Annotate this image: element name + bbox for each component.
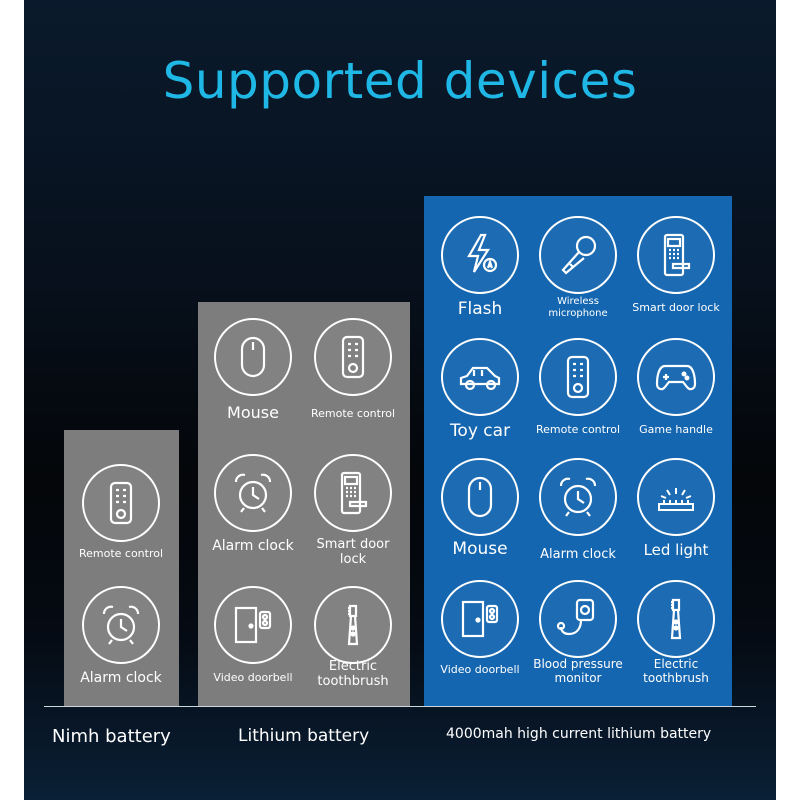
led-light-icon xyxy=(637,458,715,536)
item-label: Smart door lock xyxy=(632,301,720,314)
toy-car-icon xyxy=(441,338,519,416)
item-label: Mouse xyxy=(452,539,508,559)
item-label: Remote control xyxy=(78,547,164,560)
item-label: Smart door lock xyxy=(316,537,390,567)
remote-control-icon xyxy=(82,464,160,542)
promo-canvas: Supported devices Remote control Alarm c… xyxy=(24,0,776,800)
microphone-icon xyxy=(539,216,617,294)
alarm-clock-icon xyxy=(82,586,160,664)
item-label: Game handle xyxy=(639,423,713,436)
remote-control-icon xyxy=(314,318,392,396)
remote-control-icon xyxy=(539,338,617,416)
nimh-battery-label: Nimh battery xyxy=(52,726,171,747)
mouse-icon xyxy=(441,458,519,536)
high-current-panel: Flash Wireless microphone Smart door loc… xyxy=(424,196,732,706)
lithium-panel: Mouse Remote control Alarm clock Smart d… xyxy=(198,302,410,706)
item-label: Remote control xyxy=(535,423,621,436)
video-doorbell-icon xyxy=(441,580,519,658)
item-label: Wireless microphone xyxy=(548,296,608,319)
mouse-icon xyxy=(214,318,292,396)
blood-pressure-monitor-icon xyxy=(539,580,617,658)
baseline-divider xyxy=(44,706,756,707)
item-label: Remote control xyxy=(310,407,396,420)
item-label: Electric toothbrush xyxy=(317,659,389,689)
game-handle-icon xyxy=(637,338,715,416)
item-label: Blood pressure monitor xyxy=(533,657,623,685)
smart-door-lock-icon xyxy=(314,454,392,532)
page-title: Supported devices xyxy=(162,52,638,110)
lithium-battery-label: Lithium battery xyxy=(238,726,370,746)
video-doorbell-icon xyxy=(214,586,292,664)
item-label: Alarm clock xyxy=(212,538,294,554)
item-label: Video doorbell xyxy=(440,663,520,676)
high-current-battery-label: 4000mah high current lithium battery xyxy=(446,726,712,742)
item-label: Video doorbell xyxy=(213,671,293,684)
nimh-panel: Remote control Alarm clock xyxy=(64,430,179,706)
item-label: Toy car xyxy=(449,421,511,441)
alarm-clock-icon xyxy=(214,454,292,532)
item-label: Electric toothbrush xyxy=(643,657,709,685)
item-label: Alarm clock xyxy=(80,670,162,686)
item-label: Led light xyxy=(643,541,709,559)
item-label: Alarm clock xyxy=(540,547,616,562)
electric-toothbrush-icon xyxy=(314,586,392,664)
flash-icon xyxy=(441,216,519,294)
item-label: Flash xyxy=(457,299,503,319)
alarm-clock-icon xyxy=(539,458,617,536)
smart-door-lock-icon xyxy=(637,216,715,294)
item-label: Mouse xyxy=(227,403,279,422)
electric-toothbrush-icon xyxy=(637,580,715,658)
